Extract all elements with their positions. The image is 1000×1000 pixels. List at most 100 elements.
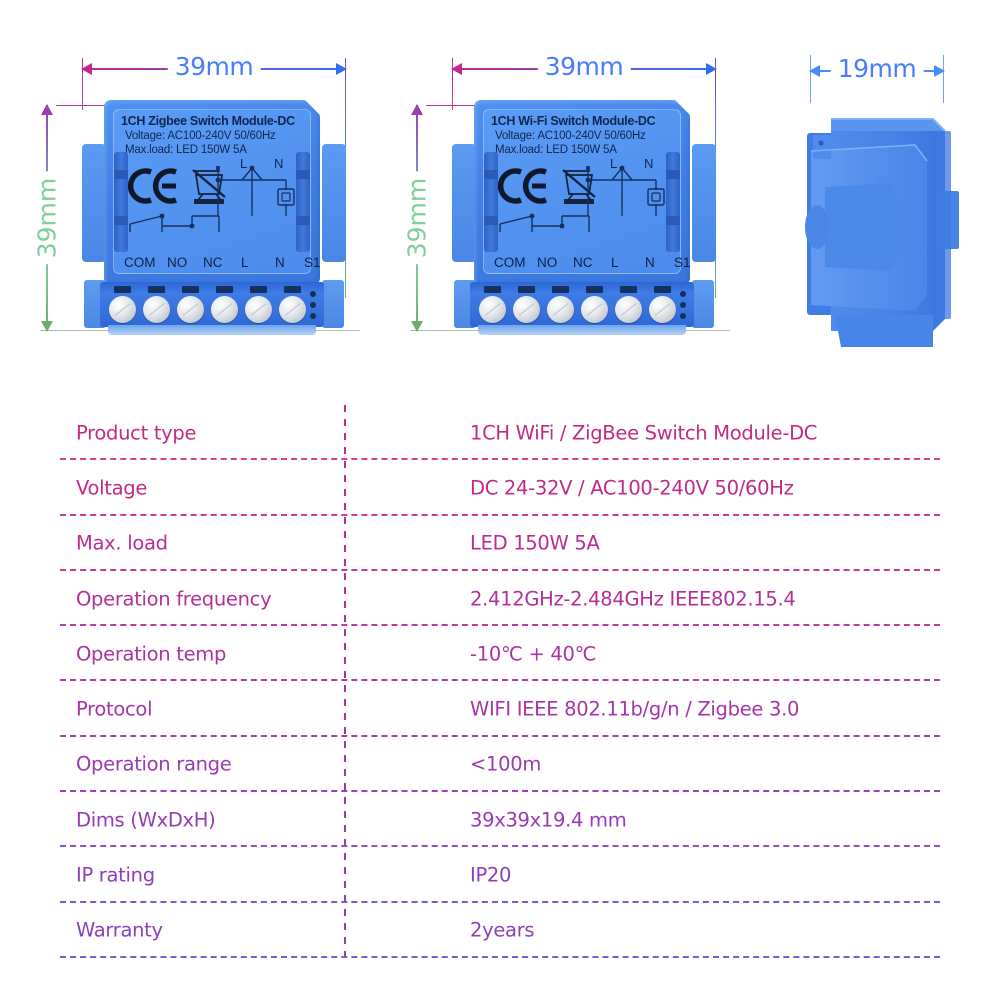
terminal-label-s1: S1 (304, 255, 321, 270)
terminal-label-n: N (645, 255, 655, 270)
spec-value: IP20 (470, 863, 512, 887)
table-row: Operation temp -10℃ + 40℃ (60, 626, 940, 682)
spec-value: 1CH WiFi / ZigBee Switch Module-DC (470, 421, 818, 445)
wire-label-N-top: N (274, 156, 284, 171)
table-row: Voltage DC 24-32V / AC100-240V 50/60Hz (60, 460, 940, 516)
terminal-side-right (322, 280, 344, 328)
certification-marks (494, 166, 612, 211)
table-row: Product type 1CH WiFi / ZigBee Switch Mo… (60, 405, 940, 461)
screw-terminal (177, 296, 204, 323)
spec-value: 2.412GHz-2.484GHz IEEE802.15.4 (470, 587, 796, 611)
screw-terminal (479, 296, 506, 323)
device-body: 1CH Zigbee Switch Module-DC Voltage: AC1… (104, 100, 321, 285)
wire-label-N-top: N (644, 156, 654, 171)
wiring-diagram (208, 160, 304, 227)
table-row: Max. load LED 150W 5A (60, 516, 940, 571)
dimension-width-label: 39mm (537, 52, 631, 81)
spec-value: DC 24-32V / AC100-240V 50/60Hz (470, 476, 794, 500)
label-maxload: Max.load: LED 150W 5A (495, 144, 617, 156)
extension-line-right-vertical (943, 55, 944, 103)
arrow-left-icon (809, 65, 820, 77)
terminal-label-no: NO (167, 255, 188, 270)
spec-label: Protocol (76, 697, 153, 721)
table-row: Operation range <100m (60, 737, 940, 793)
terminal-label-s1: S1 (674, 255, 691, 270)
spec-label: Product type (76, 421, 197, 445)
spec-label: Max. load (76, 531, 168, 555)
arrow-left-icon (451, 63, 462, 75)
row-divider (60, 624, 940, 627)
row-divider (60, 734, 940, 737)
label-voltage: Voltage: AC100-240V 50/60Hz (495, 130, 646, 142)
arrow-left-icon (81, 63, 92, 75)
dimension-height-zigbee: 39mm (29, 104, 65, 332)
label-title: 1CH Wi-Fi Switch Module-DC (491, 114, 656, 128)
row-divider (60, 955, 940, 958)
product-images-area: 39mm 39mm 1CH Zigbee Switch Module-DC Vo… (0, 0, 1000, 390)
screw-terminal (211, 296, 238, 323)
table-row: IP rating IP20 (60, 847, 940, 903)
device-side-profile (805, 95, 965, 360)
wire-label-L-top: L (240, 156, 248, 171)
product-view-side: 19mm (775, 0, 1000, 390)
screw-terminal (143, 296, 170, 323)
device-label-panel: 1CH Zigbee Switch Module-DC Voltage: AC1… (113, 109, 321, 274)
spec-value: 39x39x19.4 mm (470, 808, 627, 832)
screw-terminal (615, 296, 642, 323)
dimension-height-label: 39mm (29, 171, 65, 265)
product-view-wifi: 39mm 39mm 1CH Wi-Fi Switch Module-DC Vol… (390, 0, 760, 390)
terminal-block (100, 282, 324, 327)
screw-terminal (581, 296, 608, 323)
row-divider (60, 845, 940, 848)
relay-contact-diagram (122, 210, 234, 259)
label-title: 1CH Zigbee Switch Module-DC (121, 114, 295, 128)
spec-value: -10℃ + 40℃ (470, 642, 597, 666)
device-label-panel: 1CH Wi-Fi Switch Module-DC Voltage: AC10… (483, 109, 691, 274)
dimension-height-wifi: 39mm (399, 104, 435, 332)
arrow-up-icon (41, 104, 53, 115)
screw-terminal (547, 296, 574, 323)
pin-hole (310, 313, 316, 319)
terminal-label-l: L (611, 255, 619, 270)
terminal-foot (108, 325, 316, 335)
terminal-label-n: N (275, 255, 285, 270)
screw-terminal (109, 296, 136, 323)
label-voltage: Voltage: AC100-240V 50/60Hz (125, 130, 276, 142)
wire-label-L-top: L (610, 156, 618, 171)
spec-label: Warranty (76, 918, 163, 942)
row-divider (60, 568, 940, 571)
terminal-side-right (692, 280, 714, 328)
label-maxload: Max.load: LED 150W 5A (125, 144, 247, 156)
screw-terminal (279, 296, 306, 323)
arrow-right-icon (336, 63, 347, 75)
mounting-wing-right (322, 144, 346, 262)
terminal-label-nc: NC (573, 255, 593, 270)
row-divider (60, 900, 940, 903)
device-wifi-module: 1CH Wi-Fi Switch Module-DC Voltage: AC10… (452, 100, 716, 336)
dimension-width-label: 39mm (167, 52, 261, 81)
spec-value: <100m (470, 752, 542, 776)
table-row: Protocol WIFI IEEE 802.11b/g/n / Zigbee … (60, 681, 940, 737)
spec-label: Operation range (76, 752, 232, 776)
terminal-block (470, 282, 694, 327)
device-zigbee-module: 1CH Zigbee Switch Module-DC Voltage: AC1… (82, 100, 346, 336)
row-divider (60, 458, 940, 461)
arrow-right-icon (706, 63, 717, 75)
extension-line-left-vertical (452, 58, 453, 110)
side-clip-left (114, 152, 128, 252)
spec-value: WIFI IEEE 802.11b/g/n / Zigbee 3.0 (470, 697, 800, 721)
extension-line-left-vertical (810, 55, 811, 103)
spec-value: 2years (470, 918, 535, 942)
terminal-foot (478, 325, 686, 335)
dimension-width-side: 19mm (809, 54, 945, 83)
table-column-separator (344, 405, 346, 963)
arrow-down-icon (411, 321, 423, 332)
pin-hole (680, 302, 686, 308)
terminal-label-nc: NC (203, 255, 223, 270)
pin-hole (680, 291, 686, 297)
row-divider (60, 790, 940, 793)
spec-label: Operation frequency (76, 587, 272, 611)
wiring-diagram (578, 160, 674, 227)
pin-hole (680, 313, 686, 319)
